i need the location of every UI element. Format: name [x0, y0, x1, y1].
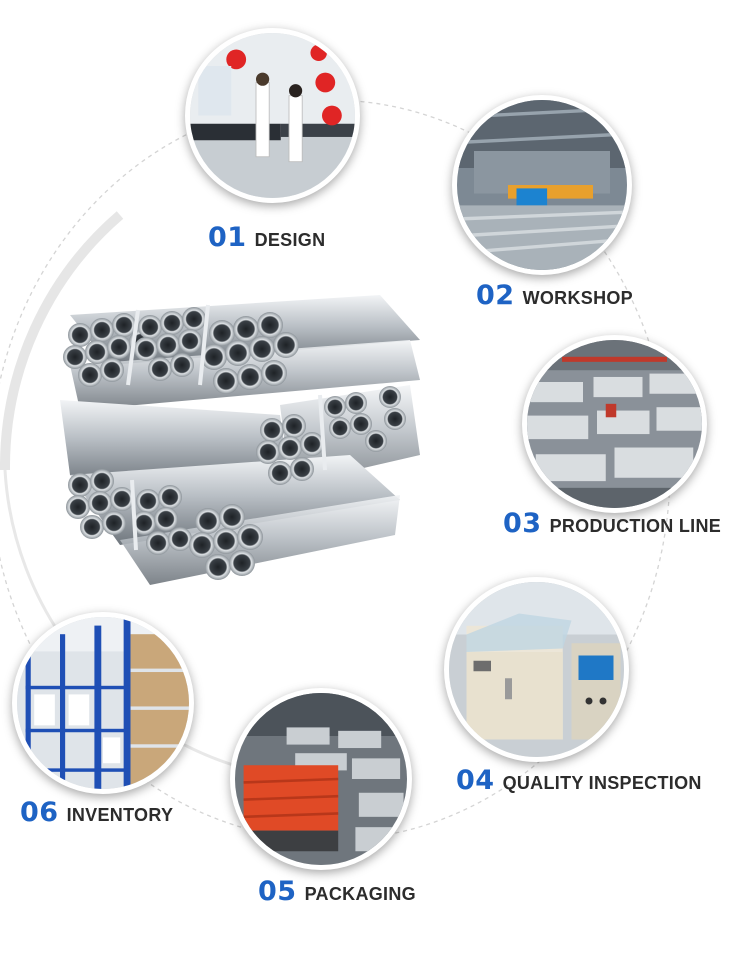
step-number: 06: [20, 797, 59, 828]
workshop-photo: [452, 95, 632, 275]
step-title: DESIGN: [254, 230, 326, 250]
step-title: INVENTORY: [66, 805, 174, 825]
packaging-photo: [230, 688, 412, 870]
step-title: WORKSHOP: [522, 288, 633, 308]
quality-inspection-photo: [444, 577, 629, 762]
step-title: PRODUCTION LINE: [549, 516, 722, 536]
inventory-photo: [12, 612, 194, 794]
step-05-label: 05 PACKAGING: [258, 876, 416, 907]
step-title: QUALITY INSPECTION: [502, 773, 702, 793]
design-lab-photo: [185, 28, 360, 203]
step-title: PACKAGING: [304, 884, 416, 904]
step-number: 04: [456, 765, 495, 796]
step-number: 02: [476, 280, 515, 311]
steel-pipe-bundles-image: [60, 295, 420, 585]
step-02-label: 02 WORKSHOP: [476, 280, 633, 311]
step-number: 05: [258, 876, 297, 907]
step-03-label: 03 PRODUCTION LINE: [503, 508, 721, 539]
step-number: 01: [208, 222, 247, 253]
production-line-photo: [522, 335, 707, 513]
step-06-label: 06 INVENTORY: [20, 797, 173, 828]
step-04-label: 04 QUALITY INSPECTION: [456, 765, 702, 796]
step-number: 03: [503, 508, 542, 539]
step-01-label: 01 DESIGN: [208, 222, 325, 253]
